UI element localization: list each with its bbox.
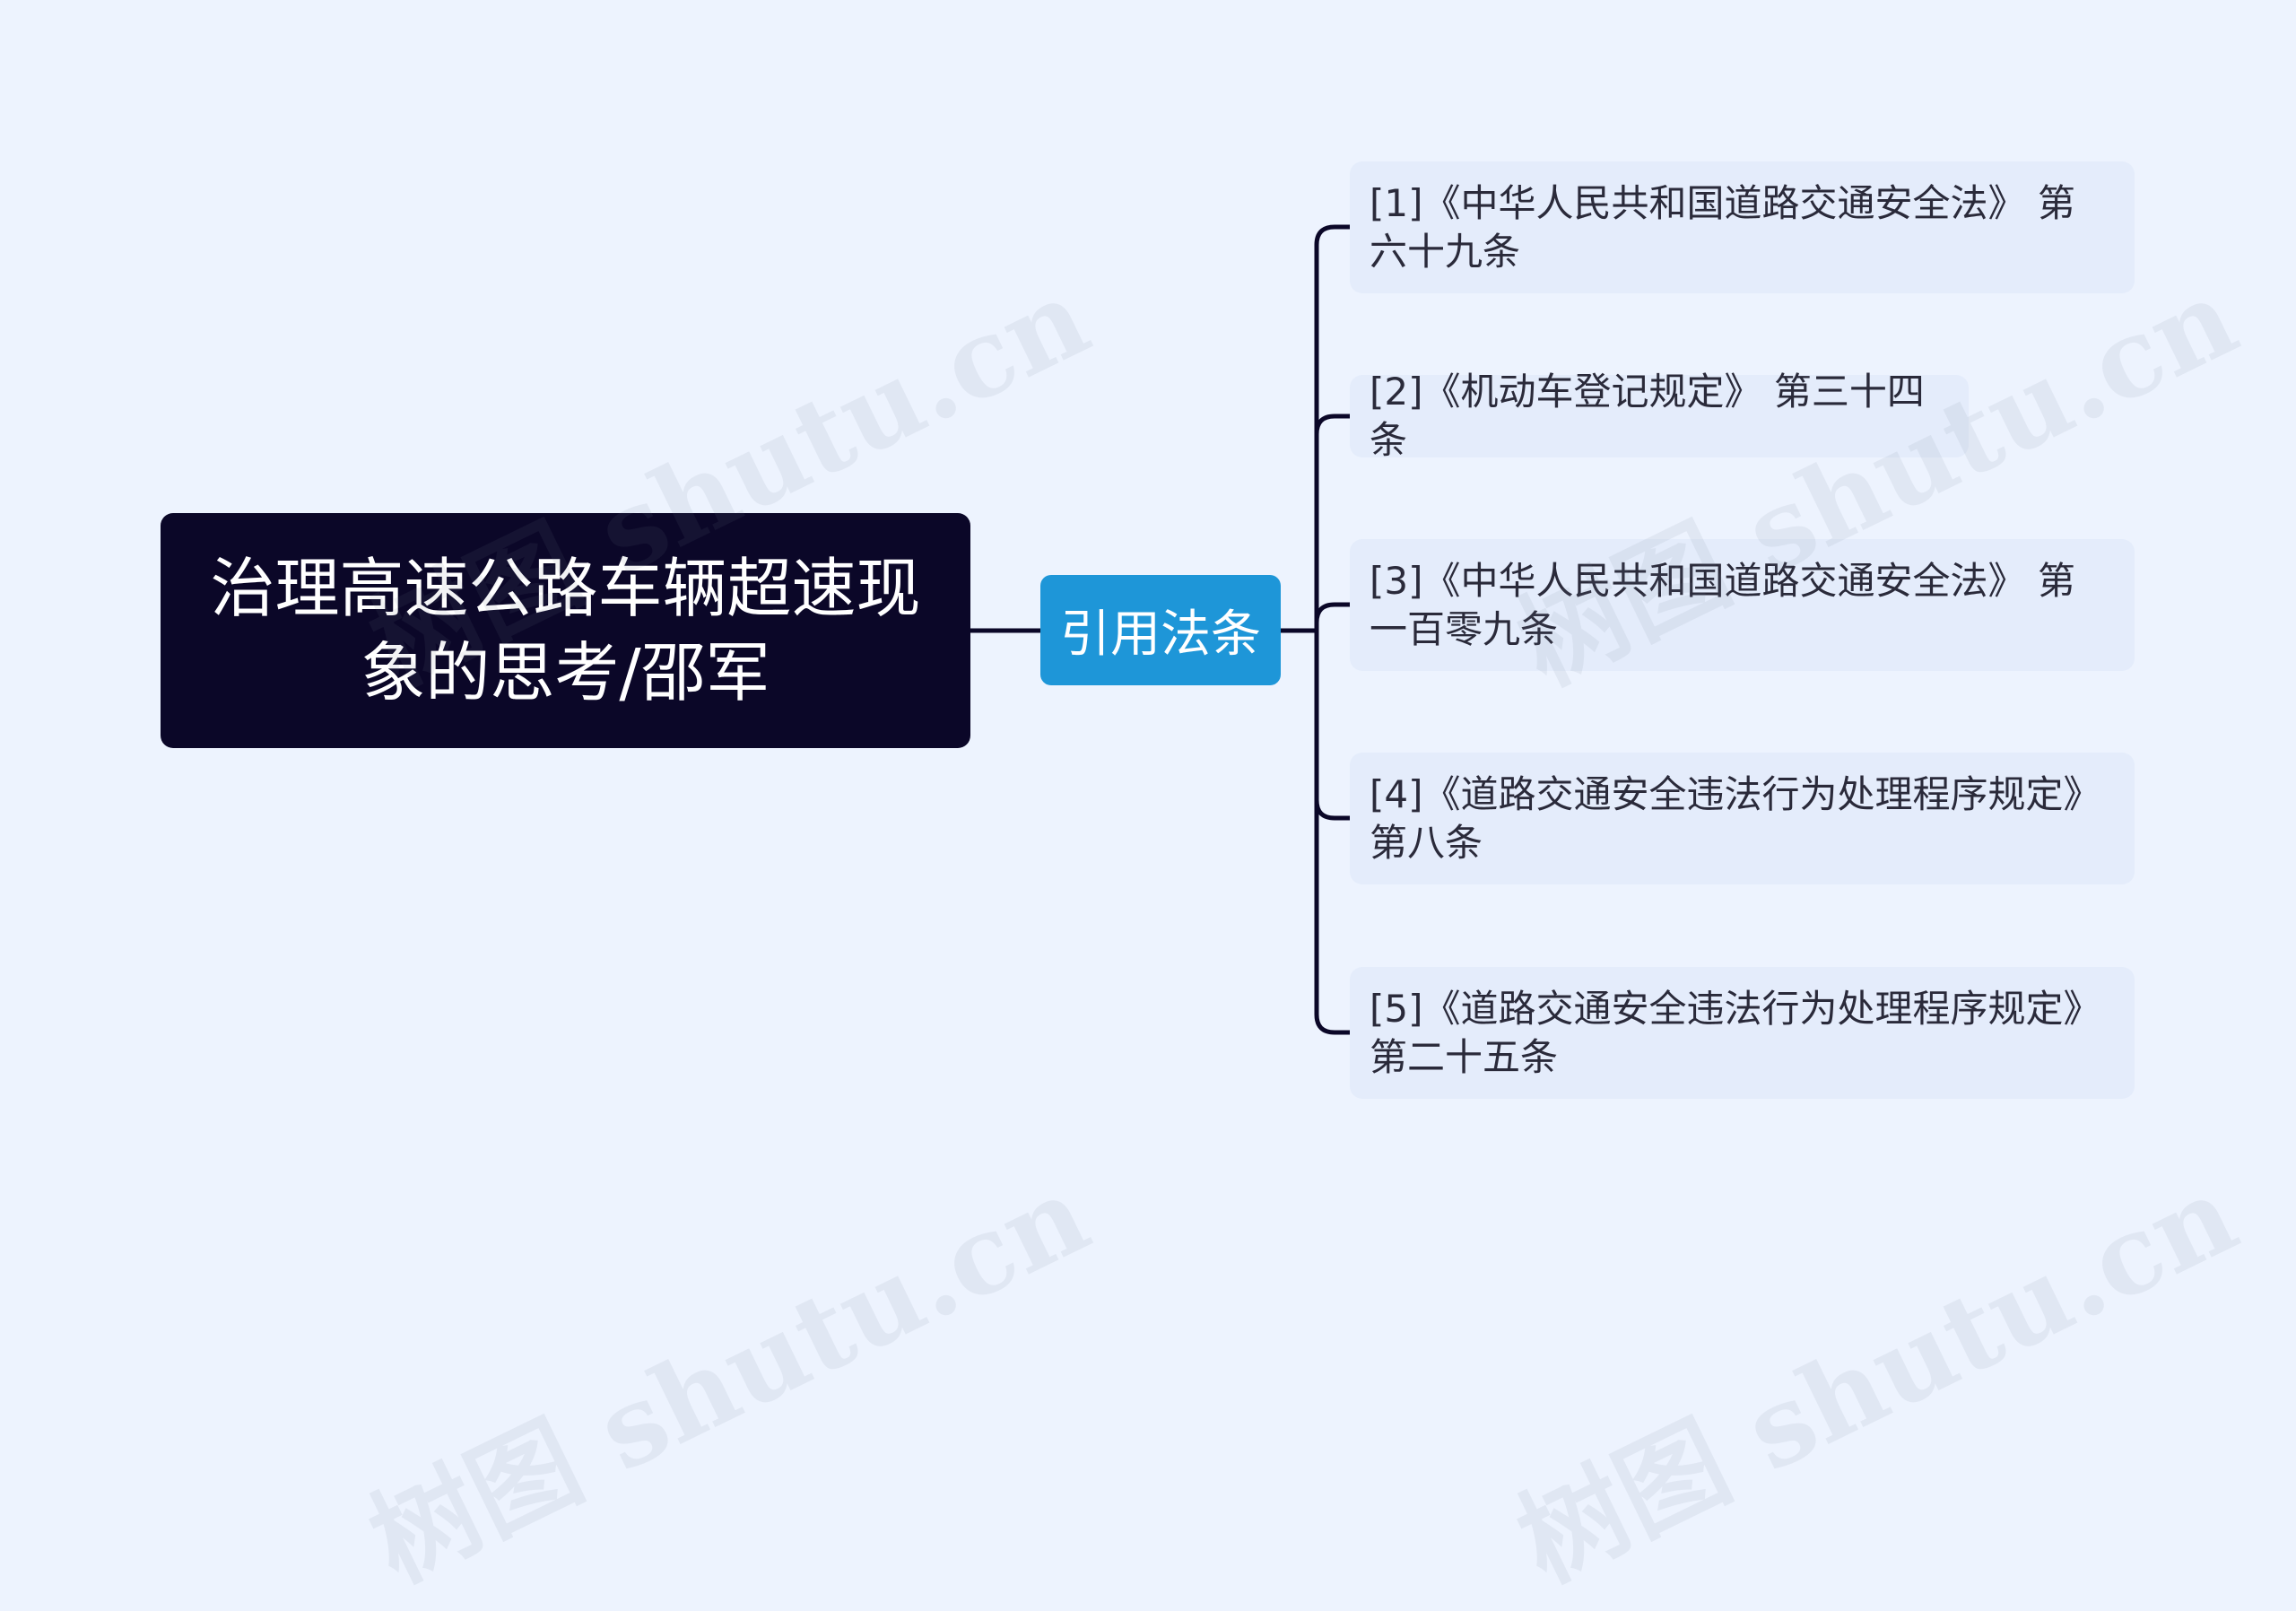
leaf-topic-label: [1]《中华人民共和国道路交通安全法》 第六十九条 xyxy=(1370,180,2075,274)
root-topic-node[interactable]: 治理高速公路车辆超速现象的思考/邵军 xyxy=(161,513,970,748)
connector-lines xyxy=(970,224,1350,1035)
leaf-2-connector xyxy=(1314,414,1350,435)
leaf-topic-label: [4]《道路交通安全违法行为处理程序规定》第八条 xyxy=(1370,771,2101,865)
leaf-topic-4[interactable]: [4]《道路交通安全违法行为处理程序规定》第八条 xyxy=(1350,753,2135,884)
leaf-4-connector xyxy=(1314,799,1350,821)
leaf-topic-3[interactable]: [3]《中华人民共和国道路交通安全法》 第一百零九条 xyxy=(1350,539,2135,671)
leaf-topic-1[interactable]: [1]《中华人民共和国道路交通安全法》 第六十九条 xyxy=(1350,161,2135,293)
leaf-topic-2[interactable]: [2]《机动车登记规定》 第三十四条 xyxy=(1350,370,1969,462)
branch-topic-node[interactable]: 引用法条 xyxy=(1040,575,1281,685)
leaf-topic-5[interactable]: [5]《道路交通安全违法行为处理程序规定》第二十五条 xyxy=(1350,967,2135,1099)
bracket-connector xyxy=(1314,224,1350,1035)
leaf-topic-label: [3]《中华人民共和国道路交通安全法》 第一百零九条 xyxy=(1370,558,2075,651)
leaf-3-connector xyxy=(1314,602,1350,623)
root-topic-label: 治理高速公路车辆超速现象的思考/邵军 xyxy=(210,551,921,710)
leaf-topic-label: [2]《机动车登记规定》 第三十四条 xyxy=(1370,370,1925,462)
mind-map-canvas: 治理高速公路车辆超速现象的思考/邵军 引用法条 [1]《中华人民共和国道路交通安… xyxy=(161,161,2256,1607)
leaf-topic-label: [5]《道路交通安全违法行为处理程序规定》第二十五条 xyxy=(1370,986,2101,1079)
branch-topic-label: 引用法条 xyxy=(1060,605,1261,664)
